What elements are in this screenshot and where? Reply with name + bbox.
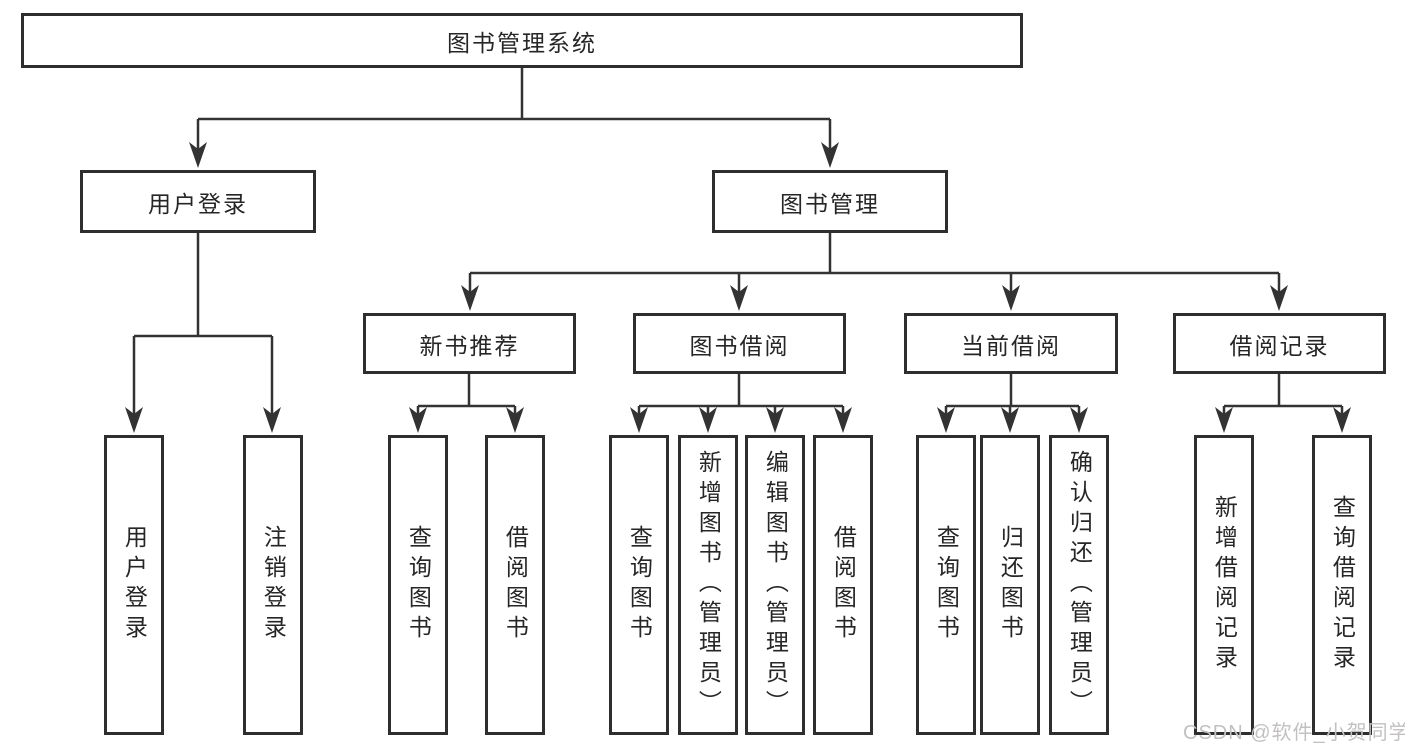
group-borrowing-records-label: 借阅记录 (1229, 332, 1330, 359)
leaf-add-borrow-record: 新增借阅记录 (1194, 435, 1254, 735)
leaf-query-borrow-record-label: 查询借阅记录 (1329, 495, 1356, 675)
group-borrowing-records: 借阅记录 (1173, 313, 1386, 374)
leaf-confirm-return-admin-label: 确认归还（管理员） (1066, 450, 1093, 720)
group-new-book-recommendation-label: 新书推荐 (419, 332, 520, 359)
branch-user-login: 用户登录 (80, 170, 316, 233)
leaf-query-books-current-label: 查询图书 (933, 525, 960, 645)
leaf-logout: 注销登录 (243, 435, 303, 735)
group-current-borrowing-label: 当前借阅 (961, 332, 1061, 359)
leaf-query-books-borrowing: 查询图书 (609, 435, 669, 735)
leaf-edit-books-admin: 编辑图书（管理员） (745, 435, 805, 735)
leaf-query-books-recommend-label: 查询图书 (405, 525, 432, 645)
branch-user-login-label: 用户登录 (148, 190, 248, 217)
leaf-return-books-label: 归还图书 (997, 525, 1024, 645)
leaf-add-borrow-record-label: 新增借阅记录 (1211, 495, 1238, 675)
leaf-query-books-current: 查询图书 (916, 435, 976, 735)
leaf-user-login-label: 用户登录 (121, 525, 148, 645)
root-label: 图书管理系统 (447, 29, 597, 56)
leaf-query-books-recommend: 查询图书 (388, 435, 448, 735)
leaf-edit-books-admin-label: 编辑图书（管理员） (762, 450, 789, 720)
branch-book-management-label: 图书管理 (780, 190, 880, 217)
leaf-return-books: 归还图书 (980, 435, 1040, 735)
group-new-book-recommendation: 新书推荐 (363, 313, 576, 374)
leaf-borrow-books-borrowing: 借阅图书 (813, 435, 873, 735)
root-library-management-system: 图书管理系统 (21, 13, 1023, 68)
leaf-logout-label: 注销登录 (260, 525, 287, 645)
leaf-borrow-books-recommend-label: 借阅图书 (502, 525, 529, 645)
leaf-add-books-admin: 新增图书（管理员） (678, 435, 738, 735)
group-book-borrowing: 图书借阅 (633, 313, 846, 374)
branch-book-management: 图书管理 (712, 170, 948, 233)
leaf-borrow-books-recommend: 借阅图书 (485, 435, 545, 735)
group-book-borrowing-label: 图书借阅 (689, 332, 790, 359)
csdn-watermark: CSDN @软件_小贺同学 (1183, 722, 1405, 744)
leaf-borrow-books-borrowing-label: 借阅图书 (830, 525, 857, 645)
leaf-query-borrow-record: 查询借阅记录 (1312, 435, 1372, 735)
leaf-add-books-admin-label: 新增图书（管理员） (695, 450, 722, 720)
leaf-user-login: 用户登录 (104, 435, 164, 735)
group-current-borrowing: 当前借阅 (904, 313, 1118, 374)
leaf-confirm-return-admin: 确认归还（管理员） (1049, 435, 1109, 735)
leaf-query-books-borrowing-label: 查询图书 (626, 525, 653, 645)
